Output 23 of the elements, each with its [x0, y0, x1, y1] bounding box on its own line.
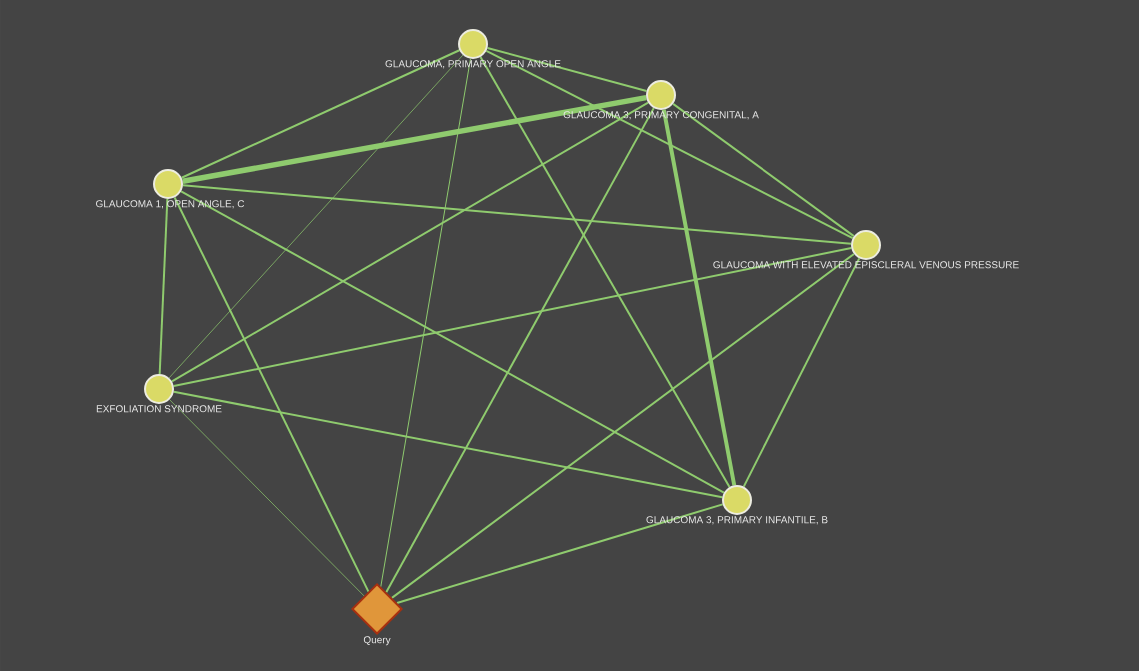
node-label: EXFOLIATION SYNDROME — [96, 405, 222, 413]
edge-line — [486, 46, 648, 93]
edge-line — [172, 390, 724, 499]
edge-line — [479, 56, 731, 488]
node-label: Query — [363, 636, 391, 646]
edge-line — [390, 252, 855, 599]
edge-line — [170, 101, 650, 383]
edge-line — [661, 109, 737, 486]
edge-line — [158, 198, 169, 375]
edge-line — [182, 94, 647, 185]
edge-line — [180, 190, 725, 494]
edge-line — [181, 184, 853, 245]
edge-line — [168, 54, 464, 379]
edge-line — [672, 102, 855, 238]
edge-line — [395, 503, 724, 604]
edge-line — [172, 247, 853, 387]
edge-line — [385, 107, 655, 594]
edge-line — [485, 49, 854, 240]
edge-line — [173, 196, 370, 593]
edge-line — [742, 257, 861, 488]
edge-line — [169, 399, 365, 597]
edge-line — [380, 58, 471, 588]
edge-line — [180, 49, 461, 179]
